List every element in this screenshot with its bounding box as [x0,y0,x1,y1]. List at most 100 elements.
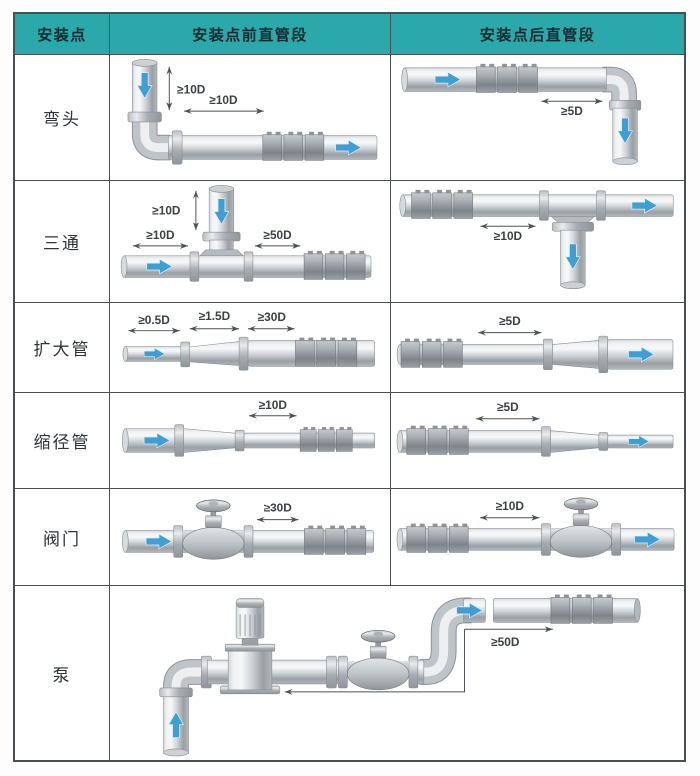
flowmeter-icon [406,425,469,455]
dimension-label: ≥10D [209,93,238,107]
flange [326,655,337,689]
pump-icon [219,598,281,695]
reducer-cone [550,430,604,453]
row-label-elbow-text: 弯头 [43,110,81,129]
dimension-label: ≥10D [146,228,175,242]
row-label-valve-text: 阀门 [43,529,81,549]
elbow-downstream-diagram: ≥5D [401,63,642,166]
flowmeter-icon [299,426,353,452]
flowmeter-icon [294,337,358,367]
flange [174,424,184,457]
row-label-reducer: 缩径管 [15,393,110,489]
row-label-pump-text: 泵 [52,665,72,685]
valve-downstream-diagram: ≥10D [396,497,675,558]
dimension-label: ≥5D [499,314,521,328]
header-installation-point-label: 安装点 [37,26,87,44]
flowmeter-icon [550,594,613,624]
header-downstream: 安装点后直管段 [391,14,684,55]
dimension-label: ≥5D [497,400,519,414]
flowmeter-icon [262,131,325,161]
row-label-elbow: 弯头 [15,55,110,181]
pipe-opening [401,67,408,92]
cell-tee-upstream: ≥10D ≥10D ≥50D [110,181,391,303]
header-downstream-label: 安装点后直管段 [479,26,596,44]
row-label-expander-text: 扩大管 [33,340,91,359]
cell-expander-upstream: ≥0.5D ≥1.5D ≥30D [110,303,391,393]
pipe-opening [132,59,158,67]
flange [598,432,609,451]
flange [189,251,200,282]
flange [159,687,193,698]
flange [234,429,245,452]
row-label-tee: 三通 [15,181,110,303]
valve-icon [337,629,419,691]
dimension-label: ≥30D [258,310,287,324]
cell-elbow-upstream: ≥10D ≥10D [110,55,391,181]
flange [243,251,254,282]
dimension-label: ≥1.5D [199,309,231,323]
cell-pump-diagram: ≥50D [110,586,684,760]
header-upstream: 安装点前直管段 [110,14,391,55]
flowmeter-icon [475,63,538,93]
header-upstream-label: 安装点前直管段 [192,26,308,44]
valve-upstream-diagram: ≥30D [122,499,375,560]
flange [180,341,190,368]
expander-cone [189,340,244,367]
flowmeter-icon [303,250,366,280]
pipe-opening [120,255,128,278]
dimension-label: ≥30D [264,501,293,515]
tee-downstream-diagram: ≥10D [399,189,674,290]
dimension-label: ≥5D [561,104,583,118]
cell-expander-downstream: ≥5D [391,303,684,393]
flowmeter-icon [411,189,474,219]
row-label-expander: 扩大管 [15,303,110,393]
pipe-opening [396,528,404,551]
header-installation-point: 安装点 [15,14,110,55]
installation-requirements-table: 安装点 安装点前直管段 安装点后直管段 弯头 ≥10D ≥10D [13,12,686,762]
reducer-upstream-diagram: ≥10D [122,398,375,457]
flange [127,111,162,123]
flowmeter-icon [400,338,463,368]
valve-icon [540,497,622,558]
dimension-extension-line [284,629,466,695]
flange [551,222,594,232]
row-label-valve: 阀门 [15,489,110,586]
cell-reducer-downstream: ≥5D [391,393,684,489]
flowmeter-icon [303,525,367,555]
dimension-label: ≥50D [263,228,292,242]
pipe-opening [208,185,235,193]
reducer-downstream-diagram: ≥5D [396,400,674,457]
flange [598,335,609,374]
flowmeter-icon [406,523,469,553]
flange [541,426,551,457]
dimension-label: ≥10D [152,203,181,217]
pipe-opening [612,157,638,166]
pipe-opening [560,281,586,290]
dimension-label: ≥10D [496,499,525,513]
pipe-opening [399,194,406,217]
flange [171,130,183,165]
expander-cone [552,339,604,370]
row-label-tee-text: 三通 [43,234,81,253]
pipe-opening [122,346,129,362]
flange [539,190,549,221]
cell-valve-downstream: ≥10D [391,489,684,586]
cell-valve-upstream: ≥30D [110,489,391,586]
dimension-label: ≥10D [177,82,206,96]
row-label-reducer-text: 缩径管 [33,433,91,452]
dimension-label: ≥10D [259,398,288,412]
flange [543,338,553,371]
dimension-label: ≥10D [494,229,523,243]
pipe-opening [163,748,189,757]
elbow-upstream-diagram: ≥10D ≥10D [127,59,378,165]
flange [238,336,249,371]
cell-elbow-downstream: ≥5D [391,55,684,181]
dimension-label: ≥0.5D [138,313,170,327]
pipe-opening [122,530,129,553]
flange [596,190,606,221]
pipe-opening [396,430,404,453]
flange [202,231,241,242]
cell-reducer-upstream: ≥10D [110,393,391,489]
tee-upstream-diagram: ≥10D ≥10D ≥50D [120,185,372,282]
